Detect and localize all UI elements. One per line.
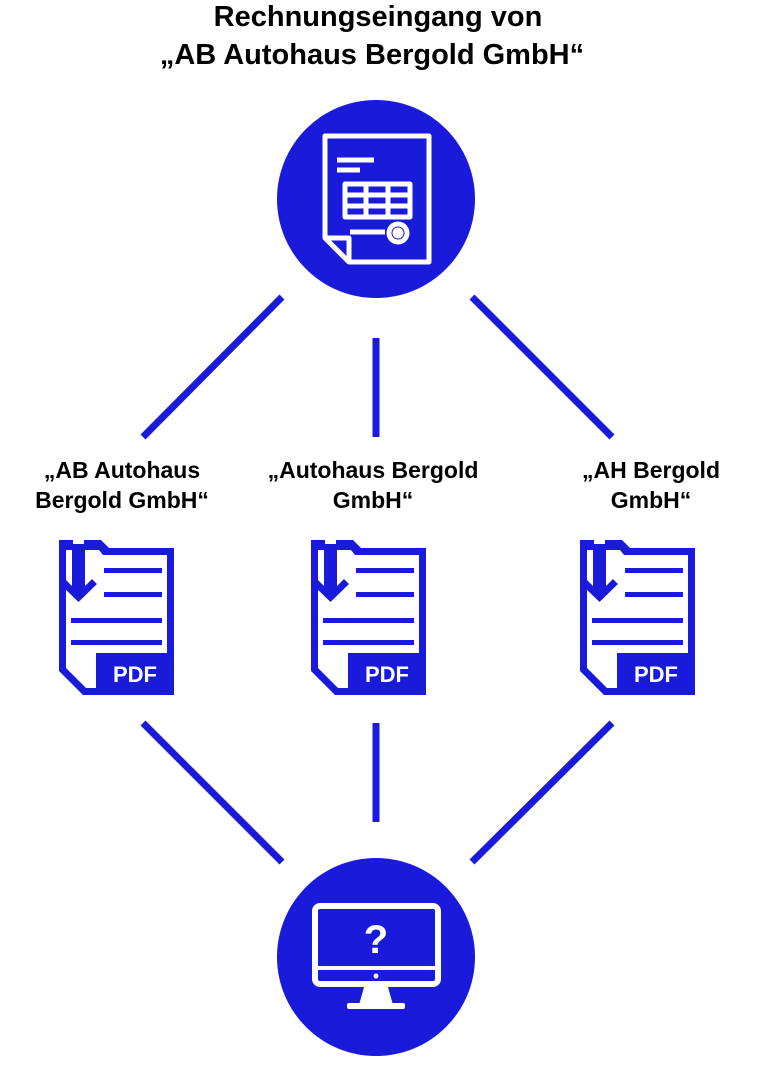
connector-lines	[140, 294, 615, 865]
variant-label-3: „AH Bergold GmbH“	[582, 457, 720, 513]
pdf-file-label: PDF	[634, 662, 678, 687]
variant-label-2-line-2: GmbH“	[333, 487, 414, 513]
question-mark-icon: ?	[364, 918, 388, 962]
variant-label-1: „AB Autohaus Bergold GmbH“	[35, 457, 209, 513]
pdf-download-icon: PDF	[59, 540, 174, 695]
variant-label-1-line-1: „AB Autohaus	[44, 457, 200, 483]
variant-label-2-line-1: „Autohaus Bergold	[268, 457, 479, 483]
computer-monitor-icon: ?	[312, 903, 441, 1009]
connector-bottom-right	[469, 720, 615, 865]
pdf-file-label: PDF	[113, 662, 157, 687]
pdf-download-icon: PDF	[311, 540, 426, 695]
variant-label-2: „Autohaus Bergold GmbH“	[268, 457, 479, 513]
diagram-title-line-1: Rechnungseingang von	[214, 1, 543, 33]
variant-label-1-line-2: Bergold GmbH“	[35, 487, 209, 513]
top-node-circle	[277, 100, 475, 298]
variant-label-3-line-1: „AH Bergold	[582, 457, 720, 483]
bottom-node: ?	[277, 858, 475, 1056]
pdf-file-label: PDF	[365, 662, 409, 687]
connector-bottom-left	[140, 720, 285, 865]
pdf-download-icon: PDF	[580, 540, 695, 695]
top-node	[277, 100, 475, 298]
connector-top-left	[140, 294, 285, 440]
diagram-title-line-2: „AB Autohaus Bergold GmbH“	[160, 39, 584, 71]
connector-top-right	[469, 294, 615, 440]
invoice-document-icon	[322, 133, 432, 265]
variant-label-3-line-2: GmbH“	[611, 487, 692, 513]
